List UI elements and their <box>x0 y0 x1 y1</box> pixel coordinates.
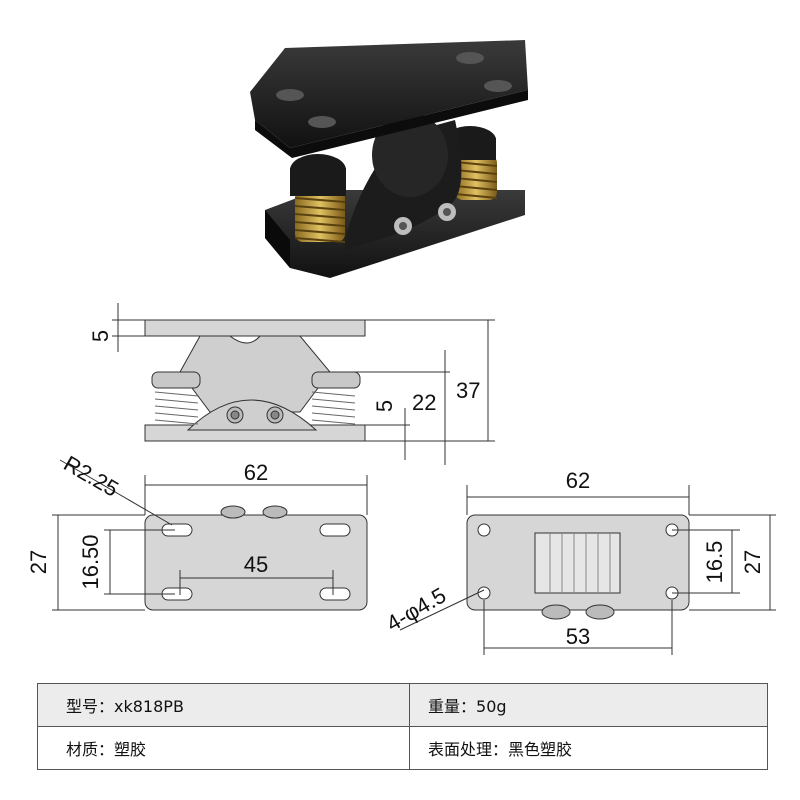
top-hole <box>276 89 304 101</box>
right-spring <box>454 155 498 200</box>
side-spring-left <box>154 391 199 425</box>
material-label: 材质： <box>66 740 115 759</box>
dim-bottom-height: 27 <box>740 550 765 574</box>
dim-top-height: 27 <box>26 550 51 574</box>
weight-label: 重量： <box>428 697 477 716</box>
bottom-view <box>399 485 776 655</box>
dim-overall-height: 37 <box>456 378 480 403</box>
dim-spring-gap: 5 <box>372 400 397 412</box>
material-value: 塑胶 <box>114 740 147 759</box>
dim-slot-radius: R2.25 <box>60 451 123 502</box>
model-cell: 型号：xk818PB <box>37 683 410 727</box>
top-hole <box>484 80 512 92</box>
spec-table: 型号：xk818PB 重量：50g 材质：塑胶 表面处理：黑色塑胶 <box>37 683 768 770</box>
left-spring <box>294 190 346 243</box>
dim-slot-pitch-vertical: 16.50 <box>78 534 103 589</box>
model-label: 型号： <box>66 697 115 716</box>
finish-label: 表面处理： <box>428 740 509 759</box>
spec-row: 型号：xk818PB 重量：50g <box>37 683 768 727</box>
side-view <box>112 303 495 465</box>
finish-cell: 表面处理：黑色塑胶 <box>409 726 768 770</box>
dim-base-to-axis: 22 <box>412 390 436 415</box>
side-spring-right <box>311 391 356 425</box>
top-hole <box>456 52 484 64</box>
dim-slot-pitch-horizontal: 45 <box>244 552 268 577</box>
dim-top-width: 62 <box>244 460 268 485</box>
dim-bottom-width: 62 <box>566 468 590 493</box>
material-cell: 材质：塑胶 <box>37 726 410 770</box>
product-photo <box>250 40 528 278</box>
weight-cell: 重量：50g <box>409 683 768 727</box>
model-value: xk818PB <box>114 697 184 716</box>
weight-value: 50g <box>476 697 507 716</box>
dim-hole-spec: 4-φ4.5 <box>382 582 450 636</box>
top-view <box>52 459 368 611</box>
top-hole <box>308 116 336 128</box>
dim-hole-pitch-horizontal: 53 <box>566 624 590 649</box>
spec-row: 材质：塑胶 表面处理：黑色塑胶 <box>37 726 768 770</box>
dim-hole-pitch-vertical: 16.5 <box>702 541 727 584</box>
technical-drawing: 5 5 22 37 62 R2.25 27 16.50 45 62 16.5 2… <box>26 303 776 655</box>
dim-plate-thickness: 5 <box>88 330 113 342</box>
finish-value: 黑色塑胶 <box>508 740 573 759</box>
